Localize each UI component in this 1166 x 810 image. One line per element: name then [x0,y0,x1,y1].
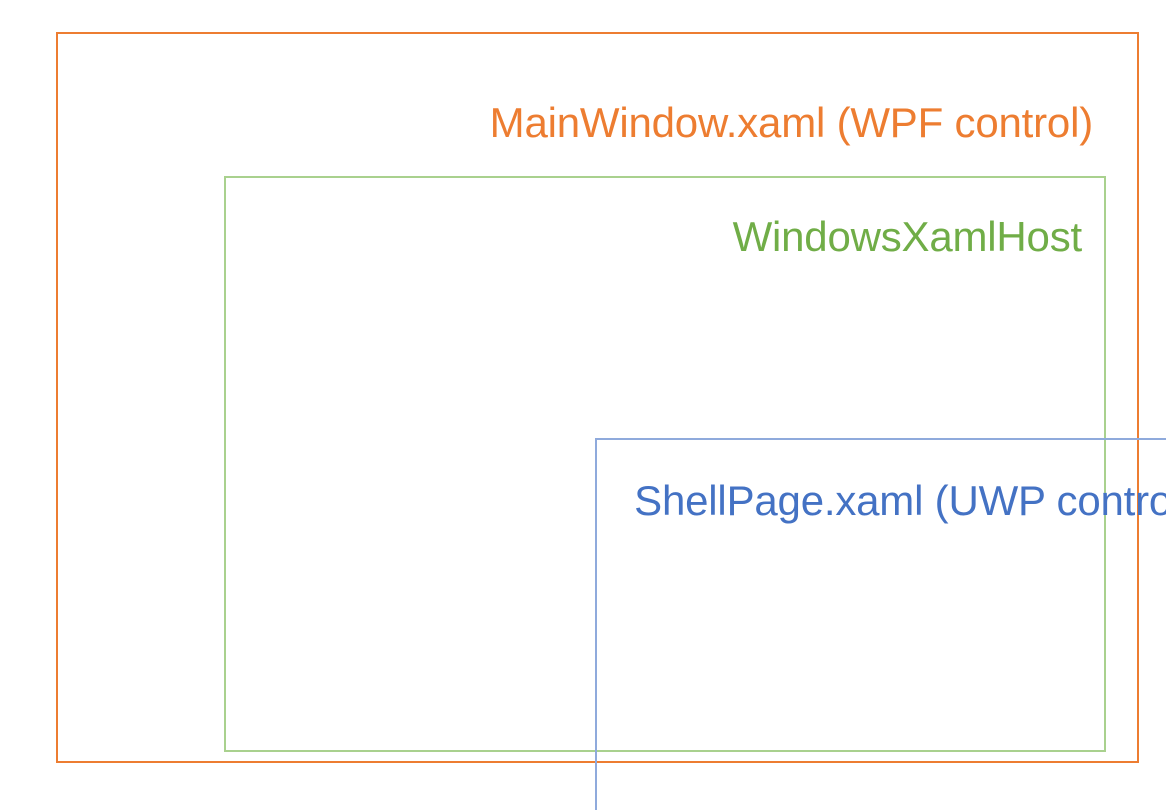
container-label-shellpage-uwp: ShellPage.xaml (UWP control) [634,477,1166,524]
container-shellpage-uwp: ShellPage.xaml (UWP control) Module 1 Mo… [595,438,1166,810]
container-windowsxamlhost: WindowsXamlHost ShellPage.xaml (UWP cont… [224,176,1166,810]
container-label-windowsxamlhost: WindowsXamlHost [732,213,1083,260]
container-label-mainwindow-wpf: MainWindow.xaml (WPF control) [489,99,1094,146]
container-mainwindow-wpf: MainWindow.xaml (WPF control) WindowsXam… [56,32,1166,810]
